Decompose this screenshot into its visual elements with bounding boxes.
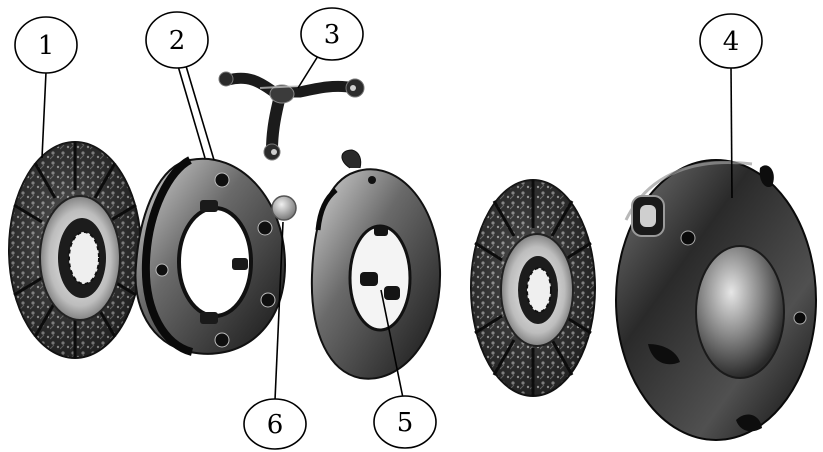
friction-disc-left-splined-hub (69, 232, 99, 284)
callout-6: 6 (244, 399, 306, 449)
cover-center-dome (696, 246, 784, 378)
leader-line-1 (42, 72, 46, 158)
callout-5: 5 (374, 396, 436, 448)
clutch-cover-housing (616, 160, 816, 440)
pressure-plate-rivet (261, 293, 275, 307)
callout-label-1: 1 (38, 31, 55, 61)
pressure-plate-rivet (258, 221, 272, 235)
callout-label-6: 6 (267, 410, 284, 440)
friction-disc-right-splined-hub (527, 268, 551, 312)
intermediate-plate-center-opening (350, 226, 410, 330)
leader-line-2 (178, 66, 205, 158)
callout-label-3: 3 (324, 20, 341, 50)
leader-line-4 (731, 66, 732, 198)
leader-line-3 (298, 56, 318, 88)
pressure-plate-rivet (215, 173, 229, 187)
callout-label-2: 2 (169, 26, 186, 56)
friction-disc-right (471, 180, 595, 396)
callout-label-4: 4 (723, 27, 740, 57)
pressure-plate (135, 159, 285, 354)
callout-label-5: 5 (397, 408, 414, 438)
pressure-plate-rivet (215, 333, 229, 347)
leader-line-2b (186, 66, 214, 160)
pressure-plate-rivet (156, 264, 168, 276)
intermediate-plate (312, 150, 440, 379)
release-lever-spider (219, 72, 364, 160)
friction-disc-left (9, 142, 141, 358)
callout-4: 4 (700, 14, 762, 68)
callout-2: 2 (146, 12, 208, 68)
callout-1: 1 (15, 17, 77, 73)
ball-bearing (272, 196, 296, 220)
callout-3: 3 (301, 8, 363, 60)
